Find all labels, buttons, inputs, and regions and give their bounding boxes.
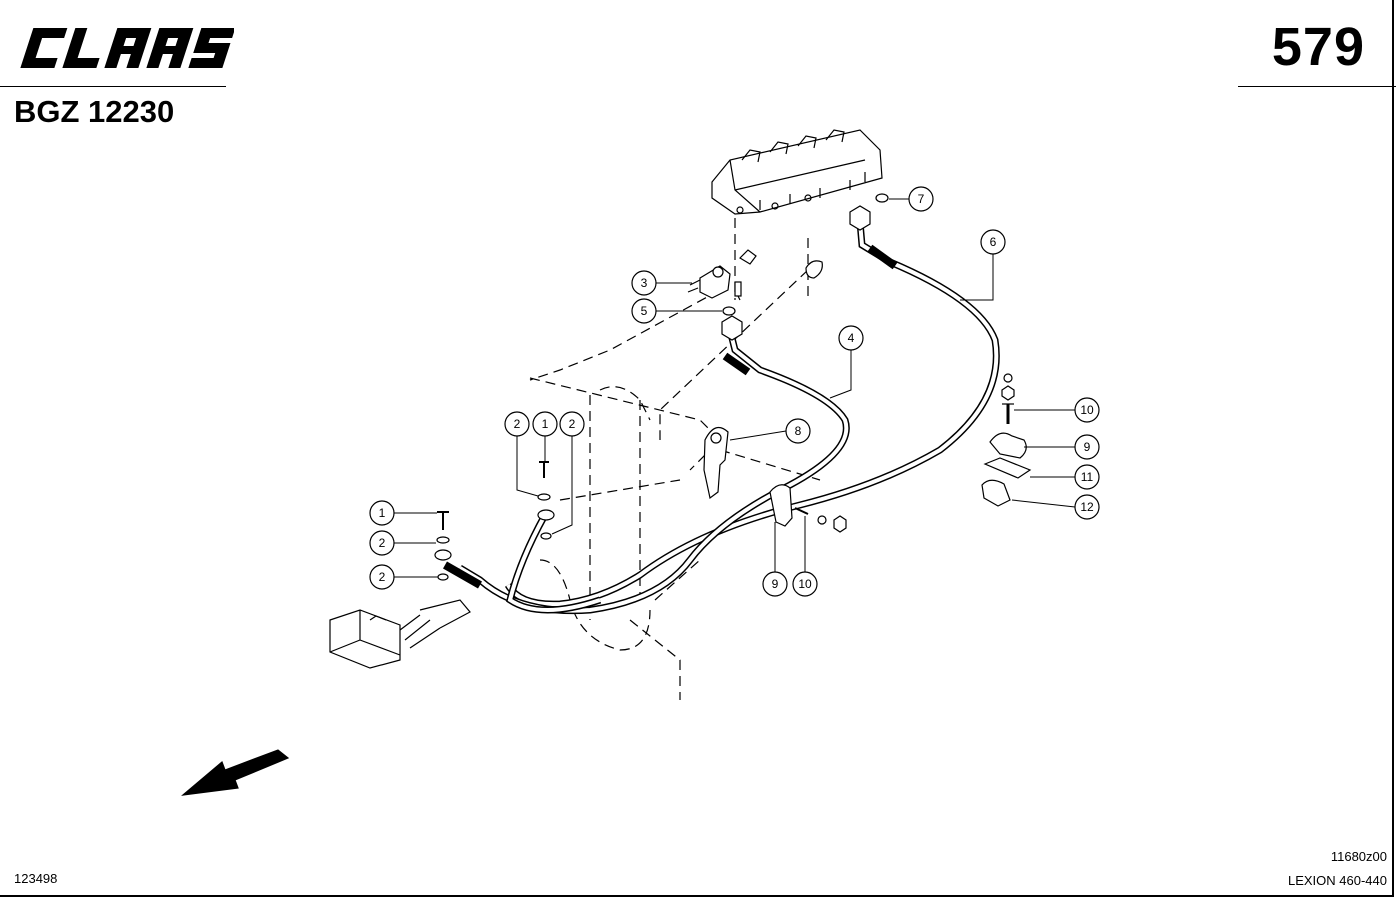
- svg-text:10: 10: [1080, 403, 1094, 417]
- group-code: BGZ 12230: [14, 94, 175, 129]
- svg-text:1: 1: [379, 506, 386, 520]
- model-label: LEXION 460-440: [1287, 873, 1387, 888]
- bolt-stack-left: [434, 461, 555, 581]
- svg-text:11: 11: [1081, 470, 1094, 484]
- hose-lower: [443, 513, 602, 614]
- callout-7: 7: [908, 186, 934, 212]
- callout-2: 2: [504, 411, 530, 437]
- svg-text:2: 2: [379, 570, 386, 584]
- header-rule-left: [0, 86, 226, 87]
- callout-10: 10: [1074, 397, 1100, 423]
- callout-2: 2: [559, 411, 585, 437]
- callout-1: 1: [532, 411, 558, 437]
- svg-text:6: 6: [990, 235, 997, 249]
- callout-4: 4: [838, 325, 864, 351]
- svg-text:5: 5: [641, 304, 648, 318]
- callout-12: 12: [1074, 494, 1100, 520]
- travel-direction-arrow: [181, 749, 290, 796]
- callout-6: 6: [980, 229, 1006, 255]
- o-ring-7: [875, 193, 889, 203]
- page-number: 579: [1271, 17, 1365, 77]
- callout-9: 9: [1074, 434, 1100, 460]
- callout-11: 11: [1074, 464, 1100, 490]
- machine-frame: [529, 218, 821, 700]
- svg-text:12: 12: [1080, 500, 1094, 514]
- claas-logo: [20, 28, 234, 68]
- document-id: 123498: [14, 871, 58, 886]
- callout-10: 10: [792, 571, 818, 597]
- svg-text:7: 7: [918, 192, 925, 206]
- header-rule-right: [1238, 86, 1396, 87]
- cylinder-mount: [329, 599, 471, 669]
- svg-text:1: 1: [542, 417, 549, 431]
- callouts: 7 6 3 5 4 8 2 1 2 1 2 2 10 9 11 12 9 10: [369, 186, 1100, 597]
- callout-5: 5: [631, 298, 657, 324]
- tee-fitting: [687, 249, 823, 301]
- svg-text:9: 9: [1084, 440, 1091, 454]
- callout-2: 2: [369, 530, 395, 556]
- leader-lines: [394, 198, 1076, 578]
- svg-text:2: 2: [514, 417, 521, 431]
- bracket-8: [703, 426, 729, 500]
- callout-8: 8: [785, 418, 811, 444]
- svg-text:8: 8: [795, 424, 802, 438]
- callout-1: 1: [369, 500, 395, 526]
- valve-block: [711, 129, 883, 215]
- clamp-set-right: [981, 373, 1032, 507]
- callout-9: 9: [762, 571, 788, 597]
- svg-text:3: 3: [641, 276, 648, 290]
- callout-2: 2: [369, 564, 395, 590]
- callout-3: 3: [631, 270, 657, 296]
- hose-clamp-middle: [769, 484, 847, 533]
- hose-6: [504, 205, 1000, 608]
- svg-text:9: 9: [772, 577, 779, 591]
- o-ring-5: [722, 306, 736, 316]
- svg-text:2: 2: [569, 417, 576, 431]
- svg-text:4: 4: [848, 331, 855, 345]
- figure-id: 11680z00: [1330, 849, 1387, 864]
- svg-text:2: 2: [379, 536, 386, 550]
- svg-text:10: 10: [798, 577, 812, 591]
